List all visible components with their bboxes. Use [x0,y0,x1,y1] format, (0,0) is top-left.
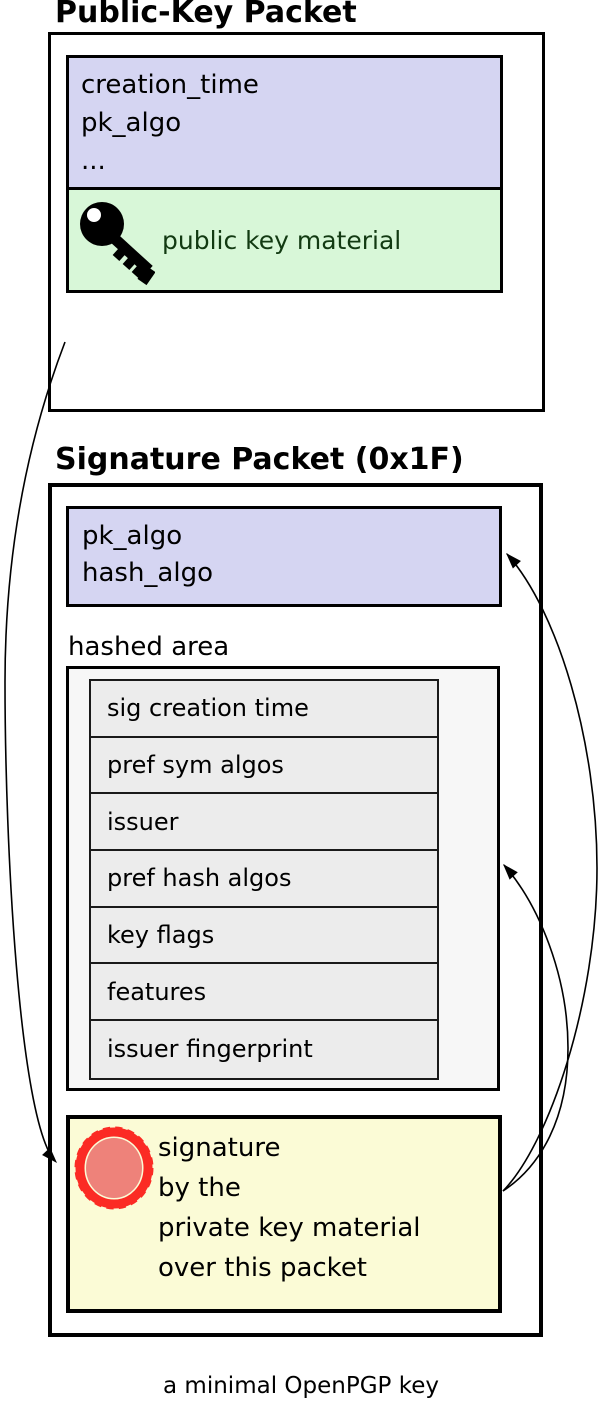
subpacket-row: key flags [91,908,437,965]
signature-note-line: by the [158,1173,241,1203]
subpacket-row: sig creation time [91,681,437,738]
public-key-packet-title: Public-Key Packet [55,0,357,30]
signature-note: signature by the private key material ov… [158,1128,493,1288]
field-hash-algo: hash_algo [82,558,214,588]
field-pk-algo: pk_algo [82,521,183,551]
public-key-header-fields: creation_time pk_algo ... [69,58,500,190]
subpacket-table: sig creation time pref sym algos issuer … [89,679,439,1080]
subpacket-row: pref sym algos [91,738,437,795]
field-pk-algo: pk_algo [81,108,182,138]
seal-icon [74,1126,154,1210]
field-ellipsis: ... [81,146,106,176]
signature-note-line: private key material [158,1213,421,1243]
hashed-area-label: hashed area [68,632,230,662]
public-key-material-section: public key material [69,190,500,290]
subpacket-row: pref hash algos [91,851,437,908]
signature-note-line: over this packet [158,1253,368,1283]
signature-header-box: pk_algo hash_algo [66,506,502,607]
signature-box [66,1115,502,1313]
subpacket-row: issuer fingerprint [107,1035,313,1064]
signature-packet-title: Signature Packet (0x1F) [55,442,464,477]
subpacket-row: features [91,964,437,1022]
public-key-material-label: public key material [162,225,402,255]
key-icon [80,202,155,286]
public-key-inner-box: creation_time pk_algo ... public key mat… [66,55,503,293]
public-key-packet-box: creation_time pk_algo ... public key mat… [48,32,545,412]
signature-note-line: signature [158,1133,281,1163]
diagram-caption: a minimal OpenPGP key [163,1373,439,1399]
subpacket-row: issuer [91,794,437,852]
field-creation-time: creation_time [81,70,259,100]
